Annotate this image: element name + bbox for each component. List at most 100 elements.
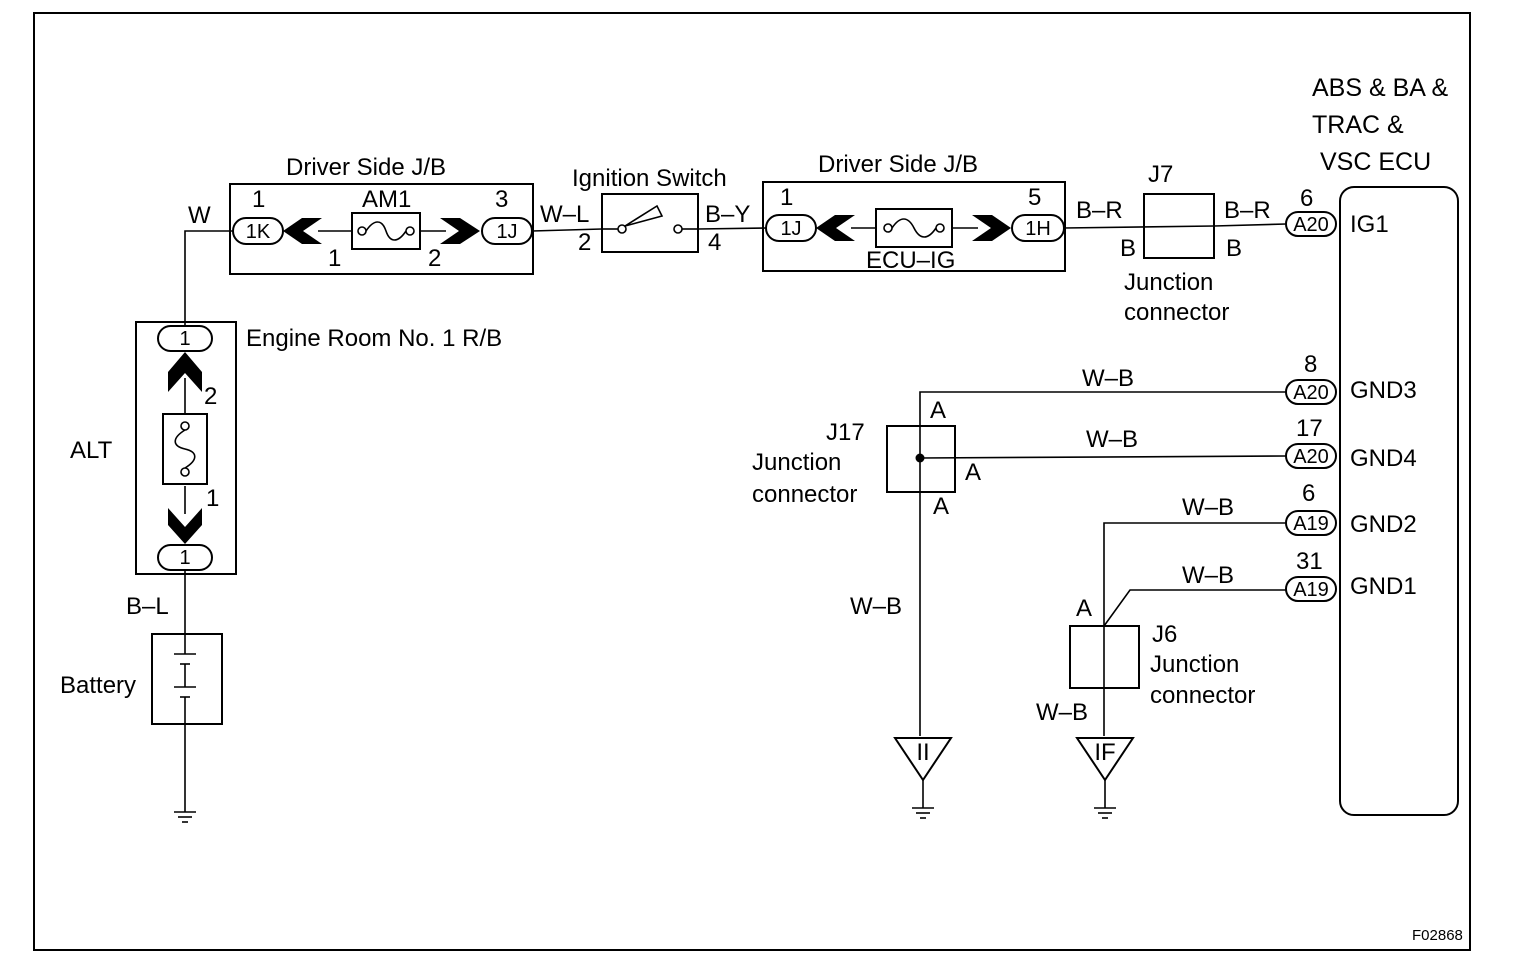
jb-right-conn-out-label: 1H bbox=[1025, 218, 1051, 240]
j17-junction-connector: A A A J17 Junction connector W–B bbox=[752, 397, 981, 736]
jb-left-arrow-in-label: 1 bbox=[328, 245, 341, 272]
ecu-terminal-gnd2-name: GND2 bbox=[1350, 511, 1417, 538]
wire-wl-label: W–L bbox=[540, 201, 589, 228]
j17-title: J17 bbox=[826, 419, 865, 446]
wire-by-label: B–Y bbox=[705, 201, 750, 228]
ecu-connector-gnd4-label: A20 bbox=[1293, 446, 1329, 468]
ecu-title-line2: TRAC & bbox=[1312, 111, 1404, 139]
driver-side-jb-left: Driver Side J/B 1 3 1K 1J AM1 1 2 bbox=[229, 154, 534, 275]
ignition-switch-box bbox=[601, 193, 699, 253]
ecu-terminal-gnd3-pin: 8 bbox=[1304, 351, 1317, 378]
ground-if-label: IF bbox=[1094, 739, 1115, 766]
battery-ground-icon bbox=[174, 724, 196, 823]
jb-right-pin-out: 5 bbox=[1028, 184, 1041, 211]
ignition-switch-pin-out: 4 bbox=[708, 229, 721, 256]
ecu-title-line1: ABS & BA & bbox=[1312, 74, 1449, 102]
jb-left-pin-out: 3 bbox=[495, 186, 508, 213]
jb-left-pin-in: 1 bbox=[252, 186, 265, 213]
ecu-connector-gnd2-label: A19 bbox=[1293, 513, 1329, 535]
ecu-ig-fuse-icon bbox=[891, 218, 937, 238]
ignition-switch-contact-icon bbox=[624, 204, 664, 227]
wire-w-label: W bbox=[188, 202, 211, 229]
j6-title: J6 bbox=[1152, 621, 1177, 648]
engine-room-rb-box bbox=[135, 321, 237, 575]
jb-left-conn-in-label: 1K bbox=[246, 221, 271, 243]
ecu-terminal-gnd2-pin: 6 bbox=[1302, 480, 1315, 507]
ecu-terminal-gnd1-pin: 31 bbox=[1296, 548, 1323, 575]
engine-room-rb-conn-bottom-label: 1 bbox=[179, 547, 190, 569]
wire-br-left-label: B–R bbox=[1076, 197, 1123, 224]
ground-ii-label: II bbox=[916, 739, 929, 766]
ecu-ig-fuse-label: ECU–IG bbox=[866, 247, 955, 274]
ignition-switch-pin-in: 2 bbox=[578, 229, 591, 256]
engine-room-rb-arrow-up-label: 2 bbox=[204, 383, 217, 410]
j6-pin-top: A bbox=[1076, 595, 1092, 622]
battery: Battery bbox=[60, 633, 223, 725]
wire-wb-j17-down-label: W–B bbox=[850, 593, 902, 620]
jb-right-conn-in-label: 1J bbox=[780, 218, 801, 240]
engine-room-rb: Engine Room No. 1 R/B 1 1 2 1 ALT bbox=[70, 321, 502, 575]
jb-left-arrow-in-icon bbox=[283, 218, 322, 244]
jb-right-pin-in: 1 bbox=[780, 184, 793, 211]
jb-left-arrow-out-label: 2 bbox=[428, 245, 441, 272]
alt-fuse-label: ALT bbox=[70, 437, 113, 464]
j17-pin-bottom: A bbox=[933, 493, 949, 520]
ecu-terminal-gnd1-name: GND1 bbox=[1350, 573, 1417, 600]
engine-room-rb-conn-top-label: 1 bbox=[179, 328, 190, 350]
j7-title: J7 bbox=[1148, 161, 1173, 188]
jb-right-title: Driver Side J/B bbox=[818, 151, 978, 178]
ecu-terminal-ig1-name: IG1 bbox=[1350, 211, 1389, 238]
ecu-connector-gnd1 bbox=[1285, 576, 1337, 602]
am1-fuse-label: AM1 bbox=[362, 186, 411, 213]
ecu-terminal-gnd4-name: GND4 bbox=[1350, 445, 1417, 472]
j17-box bbox=[886, 425, 956, 493]
ecu-connector-gnd3-label: A20 bbox=[1293, 382, 1329, 404]
ecu-terminal-gnd3-name: GND3 bbox=[1350, 377, 1417, 404]
engine-room-rb-title: Engine Room No. 1 R/B bbox=[246, 325, 502, 352]
ecu-connector-gnd1-label: A19 bbox=[1293, 579, 1329, 601]
j6-desc-line1: Junction bbox=[1150, 651, 1239, 678]
jb-right-box bbox=[762, 181, 1066, 272]
wiring: W B–L W–L B–Y B–R B–R W–B W–B W–B W–B bbox=[126, 197, 1287, 634]
am1-fuse-body bbox=[351, 212, 421, 250]
alt-fuse-body bbox=[162, 413, 208, 485]
jb-left-arrow-out-icon bbox=[440, 218, 480, 244]
ignition-switch-title: Ignition Switch bbox=[572, 165, 727, 192]
j17-pin-top: A bbox=[930, 397, 946, 424]
wire-br-right-label: B–R bbox=[1224, 197, 1271, 224]
engine-room-rb-arrow-up-icon bbox=[168, 352, 202, 392]
wire-wb-gnd1-label: W–B bbox=[1182, 562, 1234, 589]
jb-left-conn-out-label: 1J bbox=[496, 221, 517, 243]
j7-pin-left: B bbox=[1120, 235, 1136, 262]
jb-right-arrow-out-icon bbox=[972, 215, 1011, 241]
j17-desc-line1: Junction bbox=[752, 449, 841, 476]
alt-fuse-icon bbox=[174, 429, 196, 469]
driver-side-jb-right: Driver Side J/B 1 5 1J 1H ECU–IG bbox=[762, 151, 1066, 274]
ground-ii-triangle-icon bbox=[893, 737, 953, 782]
wire-wb-gnd4-label: W–B bbox=[1086, 426, 1138, 453]
j7-junction-connector: J7 B B Junction connector bbox=[1120, 161, 1242, 326]
battery-box bbox=[151, 633, 223, 725]
jb-right-arrow-in-icon bbox=[816, 215, 855, 241]
engine-room-rb-arrow-down-label: 1 bbox=[206, 485, 219, 512]
ground-if: IF bbox=[1075, 737, 1135, 819]
j7-desc-line2: connector bbox=[1124, 299, 1229, 326]
j17-desc-line2: connector bbox=[752, 481, 857, 508]
j17-pin-right: A bbox=[965, 459, 981, 486]
wire-wb-j6-down-label: W–B bbox=[1036, 699, 1088, 726]
jb-left-title: Driver Side J/B bbox=[286, 154, 446, 181]
ecu: ABS & BA & TRAC & VSC ECU 6 A20 IG1 8 A2… bbox=[1285, 74, 1459, 816]
ecu-ig-fuse-body bbox=[875, 208, 953, 248]
diagram-frame bbox=[33, 12, 1471, 951]
figure-code: F02868 bbox=[1412, 927, 1463, 944]
battery-label: Battery bbox=[60, 672, 136, 699]
j6-junction-connector: A J6 Junction connector W–B bbox=[1036, 595, 1255, 736]
ignition-switch: Ignition Switch 2 4 bbox=[572, 165, 727, 256]
wire-wb-gnd2-label: W–B bbox=[1182, 494, 1234, 521]
ecu-terminal-gnd4-pin: 17 bbox=[1296, 415, 1323, 442]
wire-bl-label: B–L bbox=[126, 593, 169, 620]
wire-wb-gnd3-label: W–B bbox=[1082, 365, 1134, 392]
ecu-terminal-ig1-pin: 6 bbox=[1300, 185, 1313, 212]
ground-ii: II bbox=[893, 737, 953, 819]
